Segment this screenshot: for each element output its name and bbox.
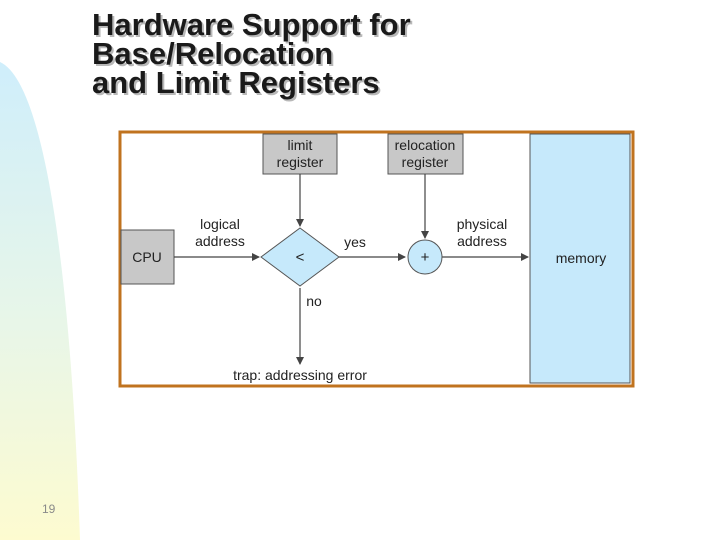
slide-title: Hardware Support for Base/Relocation and… xyxy=(92,7,411,100)
limit-register-label-line1: limit xyxy=(288,137,313,153)
limit-register-label-line2: register xyxy=(277,154,324,170)
yes-label: yes xyxy=(344,234,366,250)
memory-label: memory xyxy=(556,250,607,266)
cpu-box xyxy=(120,229,175,285)
physical-address-label-line1: physical xyxy=(457,216,508,232)
cpu-label: CPU xyxy=(132,249,162,265)
title-line: Hardware Support for xyxy=(92,7,411,42)
logical-address-label-line2: address xyxy=(195,233,245,249)
relocation-register-box xyxy=(387,133,464,175)
compare-diamond xyxy=(260,227,340,287)
title-line: Base/Relocation xyxy=(92,36,334,71)
compare-symbol: < xyxy=(296,249,305,266)
limit-register-box xyxy=(262,133,338,175)
title-line: and Limit Registers xyxy=(92,65,380,100)
physical-address-label-line2: address xyxy=(457,233,507,249)
add-symbol: + xyxy=(421,249,430,266)
add-circle xyxy=(407,239,443,275)
logical-address-label-line1: logical xyxy=(200,216,240,232)
relocation-register-label-line1: relocation xyxy=(395,137,456,153)
no-label: no xyxy=(306,293,322,309)
trap-label: trap: addressing error xyxy=(233,367,367,383)
memory-block xyxy=(529,133,631,384)
relocation-register-label-line2: register xyxy=(402,154,449,170)
page-number: 19 xyxy=(42,502,56,516)
